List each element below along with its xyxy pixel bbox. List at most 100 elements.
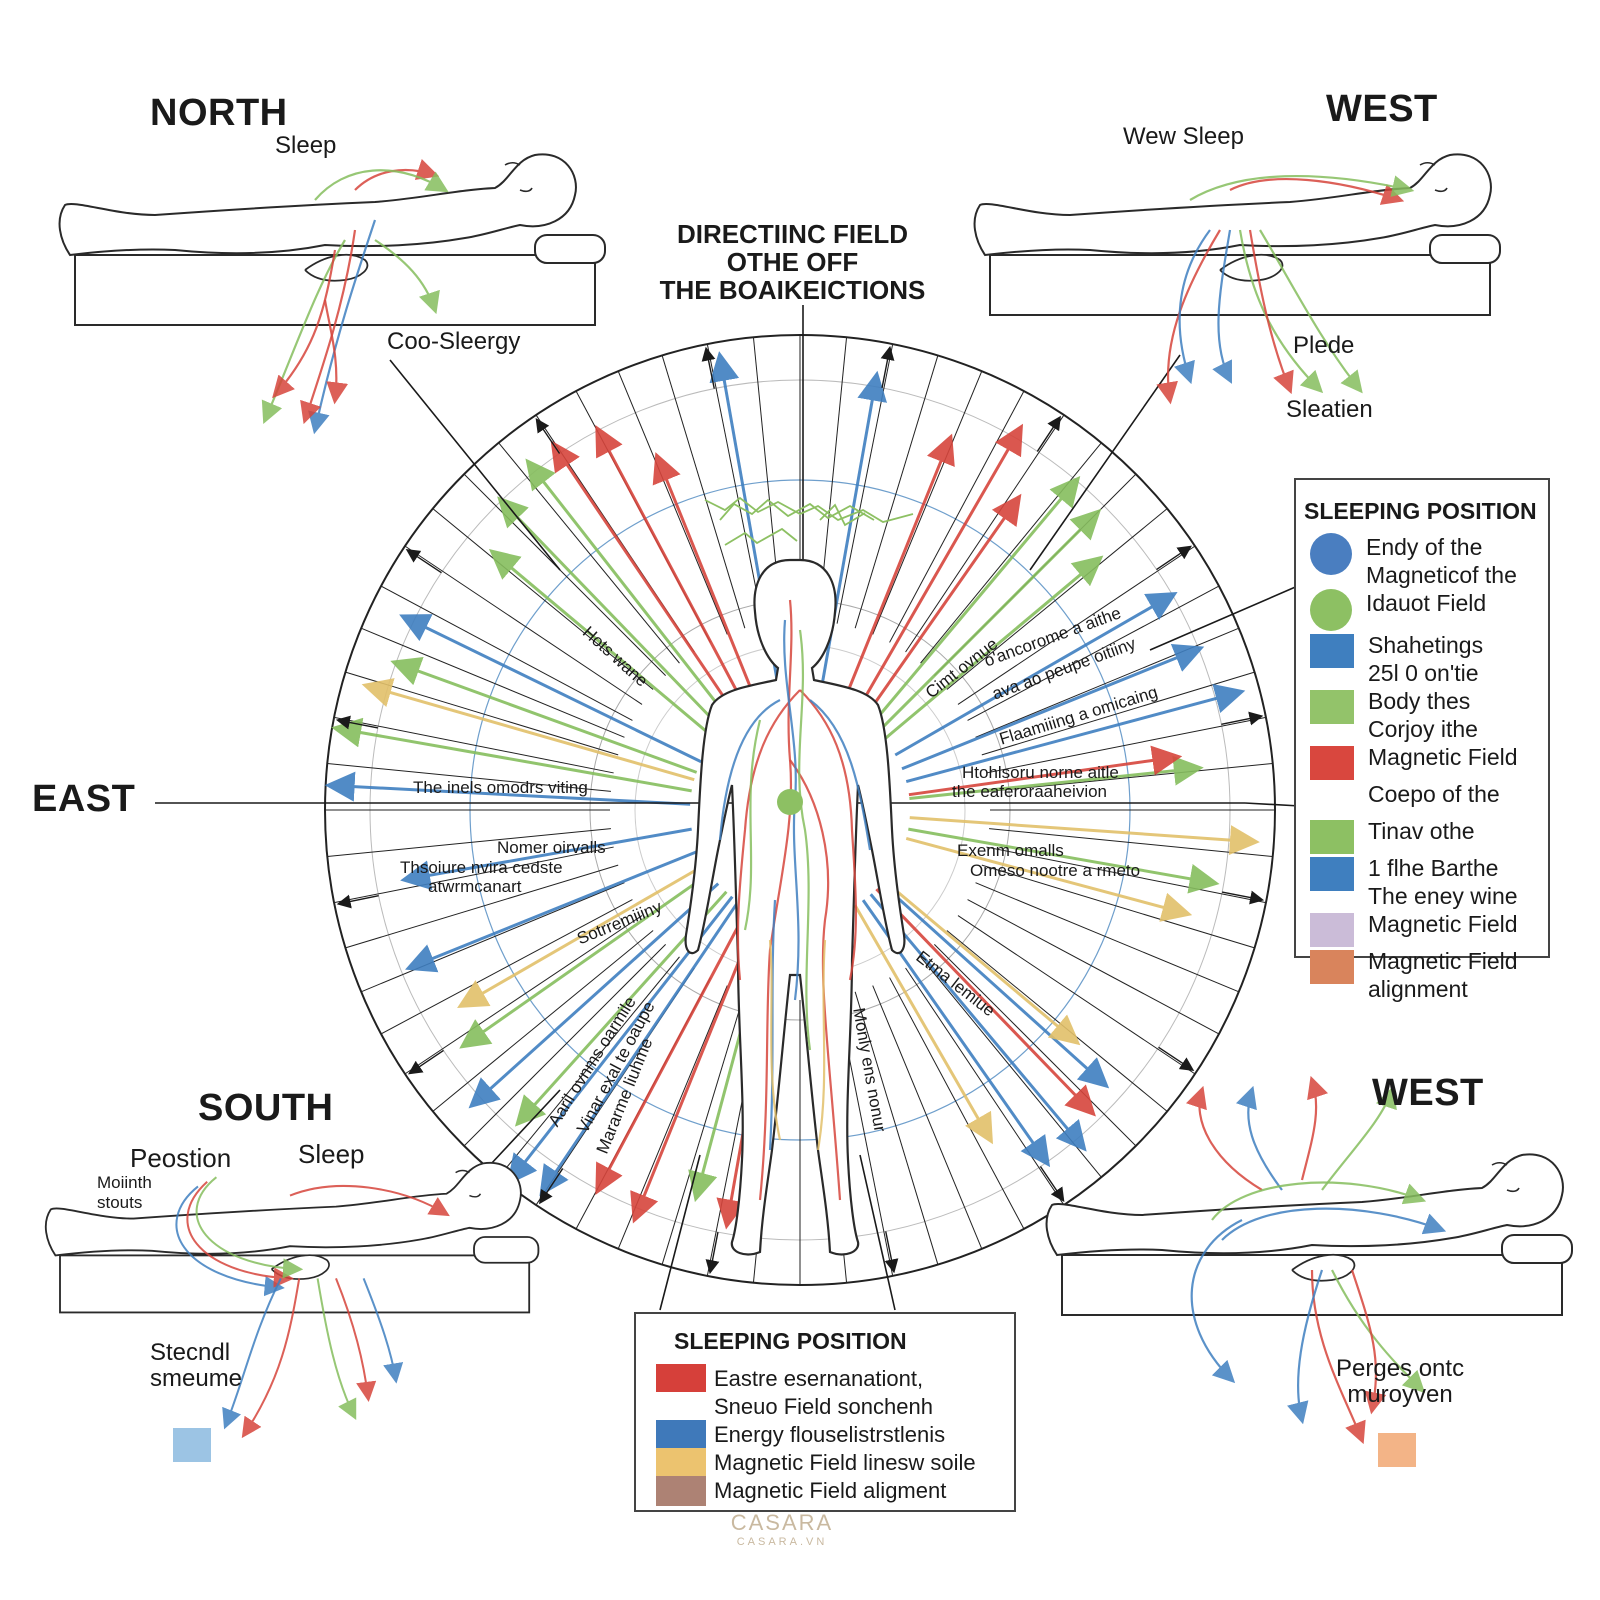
flow-line — [1331, 1269, 1426, 1394]
south-heading: SOUTH — [198, 1087, 334, 1129]
west-heading-bottom: WEST — [1372, 1072, 1484, 1114]
energy-ray — [905, 837, 1193, 922]
legend-swatch — [1310, 857, 1354, 891]
energy-ray — [550, 440, 740, 720]
wheel-spoke — [380, 585, 633, 721]
legend-item-text: Magnetic Field — [1368, 744, 1518, 770]
rim-arrow — [705, 1231, 720, 1275]
south-mouth-line-1: Moiinth — [97, 1173, 152, 1192]
flow-line — [1190, 1219, 1243, 1384]
rim-arrow — [1158, 1046, 1195, 1071]
vein-line — [809, 699, 872, 851]
title-line-3: THE BOAIKEICTIONS — [659, 275, 926, 305]
wheel-spoke — [360, 627, 625, 738]
west2-perges-label: Perges ontc muroyven — [1336, 1356, 1464, 1408]
energy-ray — [853, 423, 1024, 716]
wheel-label-l2: Nomer oirvalls — [497, 838, 606, 857]
wheel-spoke — [872, 370, 983, 635]
legend-swatch — [656, 1420, 706, 1450]
rim-arrow — [1039, 1166, 1065, 1202]
wheel-spoke — [946, 930, 1168, 1112]
legend-swatch — [1310, 690, 1354, 724]
energy-ray — [883, 879, 1081, 1046]
legend-item-text: Idauot Field — [1366, 590, 1487, 616]
wheel-spoke — [957, 545, 1196, 705]
rim-arrow — [1036, 415, 1061, 452]
wheel-spoke — [957, 915, 1196, 1075]
watermark-site: CASARA.VN — [736, 1536, 828, 1548]
flow-line — [316, 1278, 357, 1421]
energy-ray — [894, 591, 1178, 757]
west-heading-top: WEST — [1326, 88, 1438, 130]
wheel-spoke — [327, 762, 611, 792]
vein-line — [743, 719, 762, 931]
energy-ray — [400, 827, 692, 891]
sleeping-figures — [44, 153, 1573, 1445]
wheel-spoke — [981, 671, 1255, 756]
wheel-spoke — [706, 344, 764, 624]
legend-bottom-item: Eastre esernanationt, — [656, 1364, 1014, 1394]
legend-bottom-item: Energy flouselistrstlenis — [656, 1420, 1014, 1450]
legend-item-text: 1 flhe Barthe The eney wine — [1368, 855, 1518, 909]
energy-ray — [909, 816, 1260, 856]
energy-ray — [459, 871, 711, 1049]
wheel-spoke — [905, 414, 1065, 653]
legend-item-text: Magnetic Field alignment — [1368, 948, 1518, 1002]
rim-arrow — [535, 418, 561, 454]
flow-line — [1300, 1075, 1328, 1181]
vein-line — [718, 699, 781, 841]
flow-line — [1211, 1181, 1427, 1221]
legend-right: SLEEPING POSITION Endy of the Magneticof… — [1294, 478, 1550, 1002]
legend-right-item: Magnetic Field alignment — [1310, 947, 1548, 1003]
flow-line — [362, 1278, 404, 1384]
wheel-spoke — [872, 985, 983, 1250]
legend-bottom-item: Magnetic Field aligment — [656, 1476, 1014, 1506]
legend-item-text: Coepo of the — [1368, 781, 1500, 807]
compass-wheel — [324, 334, 1276, 1286]
energy-ray — [361, 678, 695, 782]
wheel-spoke — [380, 899, 633, 1035]
vein-line — [758, 599, 793, 1201]
energy-ray — [905, 683, 1246, 783]
flow-line — [1189, 174, 1415, 201]
sleeping-figure — [1045, 1075, 1573, 1445]
wheel-spoke — [345, 864, 619, 949]
swatch-light-blue — [173, 1428, 211, 1462]
energy-ray — [497, 496, 725, 732]
wheel-label-l3b: atwrmcanart — [428, 877, 522, 896]
flow-line — [186, 1181, 295, 1288]
rim-arrow — [405, 549, 442, 574]
south-mouth-line-2: stouts — [97, 1193, 143, 1212]
swatch-peach — [1378, 1433, 1416, 1467]
wheel-spoke — [327, 828, 611, 858]
wheel-spoke — [836, 344, 894, 624]
vein-line — [736, 689, 801, 981]
energy-ray — [488, 549, 717, 741]
flow-line — [289, 1185, 450, 1217]
energy-ray — [908, 745, 1183, 797]
flow-line — [1186, 1085, 1263, 1191]
legend-right-item: Tinav othe — [1310, 817, 1548, 854]
wheel-label-r2: Exenm omalls — [957, 841, 1064, 860]
energy-ray — [861, 493, 1022, 721]
legend-item-text: Sneuo Field sonchenh — [714, 1394, 933, 1419]
legend-right-item: Shahetings 25l 0 on'tie — [1310, 631, 1548, 687]
wheel-spoke — [617, 370, 728, 635]
rim-arrow — [1221, 890, 1265, 905]
legend-right-item: Endy of the Magneticof the — [1310, 533, 1548, 589]
wheel-spoke — [345, 671, 619, 756]
wheel-spoke — [661, 991, 746, 1265]
wheel-spoke — [463, 473, 667, 677]
energy-ray — [853, 904, 994, 1145]
sleeping-figure — [58, 153, 606, 435]
flow-line — [323, 299, 349, 405]
wheel-spoke — [986, 716, 1266, 774]
legend-item-text: Shahetings 25l 0 on'tie — [1368, 632, 1484, 686]
energy-ray — [595, 906, 750, 1195]
vein-line — [798, 629, 812, 1051]
vein-line — [799, 689, 858, 981]
legend-item-text: Body thes Corjoy ithe — [1368, 688, 1478, 742]
wheel-spoke — [404, 545, 643, 705]
energy-ray — [883, 555, 1104, 741]
wheel-spoke — [967, 899, 1220, 1035]
